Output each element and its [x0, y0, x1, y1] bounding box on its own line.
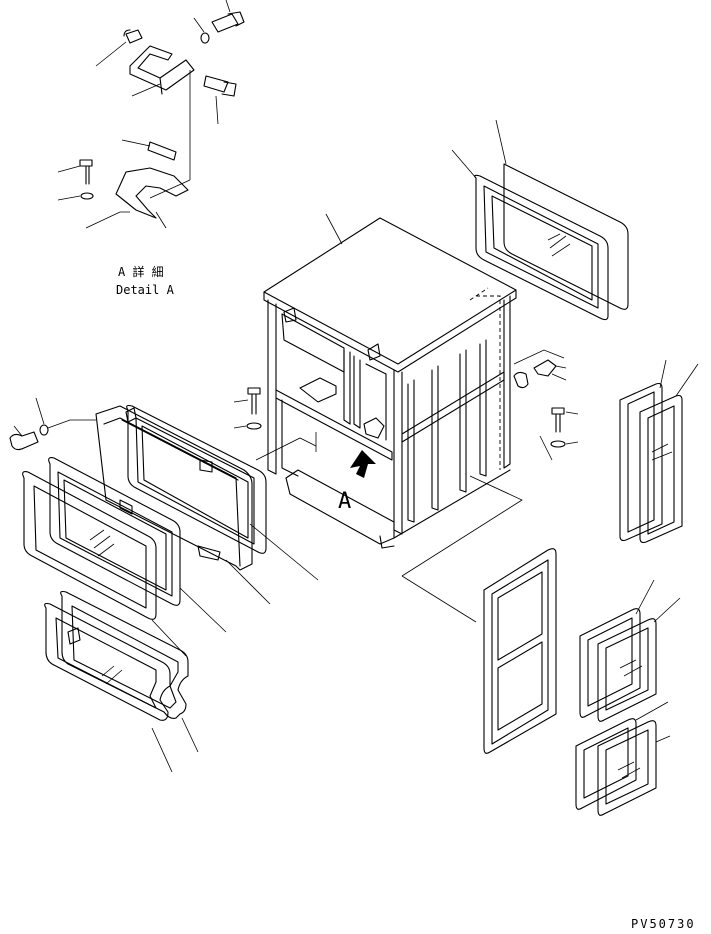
- door-frame-panel: [95, 405, 319, 581]
- right-small-window-lower: [575, 701, 671, 816]
- view-letter: A: [338, 489, 351, 514]
- window-seal: [48, 457, 227, 633]
- detail-label-jp: A 詳 細: [118, 264, 164, 279]
- bolt-top: [193, 0, 245, 44]
- door-window-frame: [126, 404, 271, 605]
- left-bolt: [9, 397, 96, 451]
- lower-glass: [44, 602, 173, 773]
- drawing-code: PV50730: [631, 917, 696, 931]
- knob-part: [95, 29, 143, 67]
- lower-bracket: [115, 167, 191, 229]
- cab-body: A: [255, 213, 517, 549]
- upper-bracket: [129, 45, 195, 180]
- front-glass: [22, 471, 187, 657]
- door-side-window: [483, 548, 557, 754]
- cab-latch-right: [513, 349, 579, 461]
- view-arrow-icon: [350, 450, 376, 478]
- bolt-left: [57, 159, 130, 229]
- right-side-window-tall: [619, 359, 699, 544]
- right-small-window-upper: [579, 579, 681, 722]
- rod-part: [121, 139, 177, 161]
- detail-a-group: A 詳 細 Detail A: [57, 0, 245, 297]
- lower-window-seal: [60, 590, 199, 753]
- cab-bolt-left: [233, 387, 262, 430]
- detail-label-en: Detail A: [116, 283, 175, 297]
- top-right-window: [451, 119, 629, 321]
- bolt-right: [203, 75, 237, 125]
